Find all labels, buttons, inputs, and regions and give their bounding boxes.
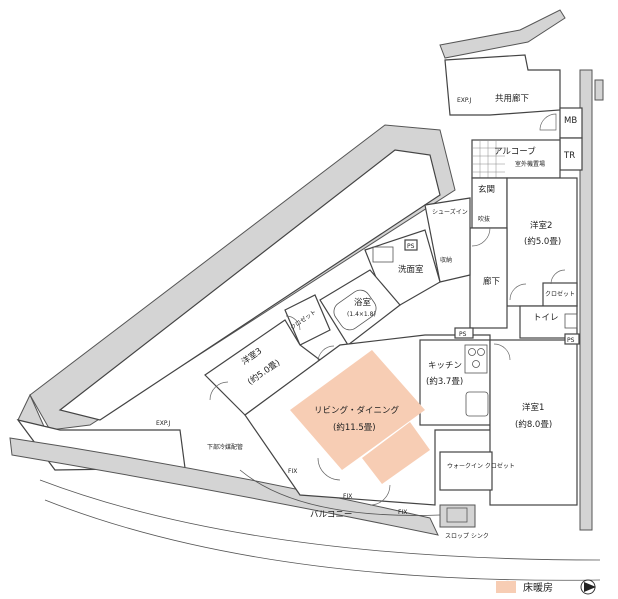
label-closet2: クロゼット [545,290,575,298]
label-ps2: PS [567,337,575,344]
label-hall: 廊下 [483,276,501,287]
label-shoe-closet: シューズイン [432,208,468,216]
entrance [471,177,508,229]
label-common-corridor: 共用廊下 [495,93,530,104]
legend-swatch [496,581,516,593]
label-walkin: ウォークイン クロゼット [447,462,515,470]
room-bath [319,269,401,346]
alcove [471,139,561,179]
label-living: リビング・ダイニング [314,405,400,416]
rooms [204,107,583,528]
label-western2-size: (約5.0畳) [524,236,561,247]
label-bath: 浴室 [354,297,372,308]
label-western1: 洋室1 [522,402,544,413]
label-fix3: FIX [398,509,407,516]
label-alcove-note: 室外機置場 [515,160,545,168]
label-fume: 吹抜 [478,215,490,223]
label-tr: TR [563,151,575,161]
label-ps1: PS [407,243,415,250]
label-fix2: FIX [343,493,352,500]
label-kitchen-size: (約3.7畳) [426,376,463,387]
label-slop-sink: スロップ シンク [445,533,489,540]
hall [469,227,508,329]
room-toilet [519,305,578,339]
label-western1-size: (約8.0畳) [515,419,552,430]
label-western2: 洋室2 [530,220,552,231]
walkin-closet [439,451,493,491]
floor-heating-area [290,350,430,484]
label-storage: 収納 [440,256,452,264]
doors [209,113,566,506]
label-mb: MB [564,116,577,126]
label-balcony: バルコニー [310,510,352,520]
label-alcove: アルコーブ [494,146,536,157]
label-toilet: トイレ [533,313,559,323]
label-living-size: (約11.5畳) [333,422,376,433]
legend-floor-heating: 床暖房 [523,581,553,594]
label-entrance: 玄関 [478,184,495,195]
outer-walls [9,9,604,581]
legend: 床暖房 [496,579,596,595]
shoe-closet [424,197,471,283]
label-fix1: FIX [288,468,297,475]
label-washroom: 洗面室 [398,264,424,275]
label-lower-note: 下部冷媒配管 [207,443,243,451]
label-ps3: PS [459,331,467,338]
room-western1 [489,339,578,506]
label-kitchen: キッチン [428,361,462,371]
label-bath-size: (1.4×1.8) [347,311,376,318]
closet-3 [284,294,331,346]
label-exp-top: EXP.J [457,97,471,104]
label-exp-left: EXP.J [156,420,170,427]
north-arrow-icon [580,579,596,595]
room-western3 [204,319,322,416]
